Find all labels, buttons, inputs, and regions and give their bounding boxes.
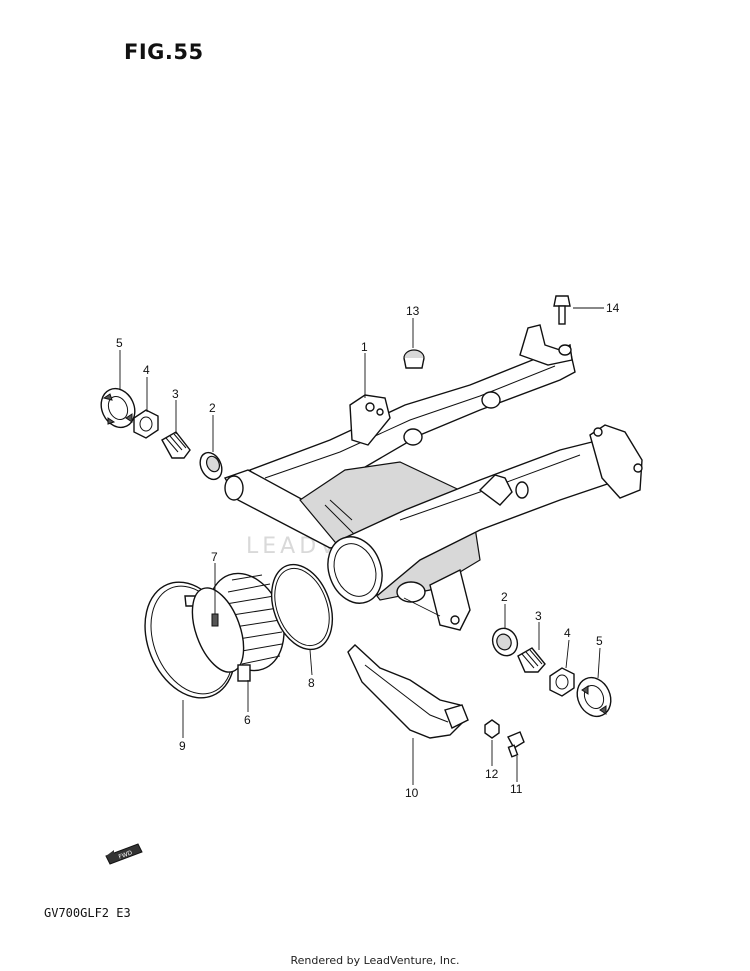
callout-3-left[interactable]: 3 [172, 387, 179, 401]
part-3-pivot-shaft-right[interactable] [517, 647, 546, 673]
callout-5-right[interactable]: 5 [596, 634, 603, 648]
model-code: GV700GLF2 E3 [44, 906, 131, 920]
callout-3-right[interactable]: 3 [535, 609, 542, 623]
part-12-nut[interactable] [484, 719, 500, 739]
callout-5-left[interactable]: 5 [116, 336, 123, 350]
callout-11[interactable]: 11 [510, 782, 523, 796]
part-4-nut-right[interactable] [549, 667, 575, 697]
part-5-lock-washer-left[interactable] [95, 383, 141, 433]
figure-title: FIG.55 [124, 40, 204, 64]
part-4-nut-left[interactable] [133, 409, 159, 439]
callout-13[interactable]: 13 [406, 304, 420, 318]
part-3-pivot-shaft-left[interactable] [161, 431, 191, 459]
callout-10[interactable]: 10 [405, 786, 419, 800]
callout-12[interactable]: 12 [485, 767, 499, 781]
part-8-snap-ring[interactable] [261, 556, 344, 658]
callout-2-left[interactable]: 2 [209, 401, 216, 415]
part-14-bolt[interactable] [553, 295, 571, 325]
part-11-bolt[interactable] [507, 731, 525, 758]
callout-1[interactable]: 1 [361, 340, 368, 354]
callout-7[interactable]: 7 [211, 550, 218, 564]
part-2-bearing-right[interactable] [488, 624, 522, 660]
leader-lines [119, 307, 604, 785]
callout-4-right[interactable]: 4 [564, 626, 571, 640]
part-5-lock-washer-right[interactable] [571, 672, 617, 722]
swing-arm[interactable] [223, 324, 643, 631]
callout-2-right[interactable]: 2 [501, 590, 508, 604]
part-10-guard[interactable] [347, 644, 469, 739]
fwd-label: FWD [118, 849, 134, 860]
callout-14[interactable]: 14 [606, 301, 620, 315]
part-2-bearing-left[interactable] [196, 449, 226, 483]
part-13-cap[interactable] [403, 349, 425, 369]
footer-credit: Rendered by LeadVenture, Inc. [290, 954, 460, 967]
part-7-screw[interactable] [211, 613, 219, 627]
callout-4-left[interactable]: 4 [143, 363, 150, 377]
callout-6[interactable]: 6 [244, 713, 251, 727]
callout-8[interactable]: 8 [308, 676, 315, 690]
fwd-arrow-icon: FWD [105, 843, 143, 865]
callout-9[interactable]: 9 [179, 739, 186, 753]
